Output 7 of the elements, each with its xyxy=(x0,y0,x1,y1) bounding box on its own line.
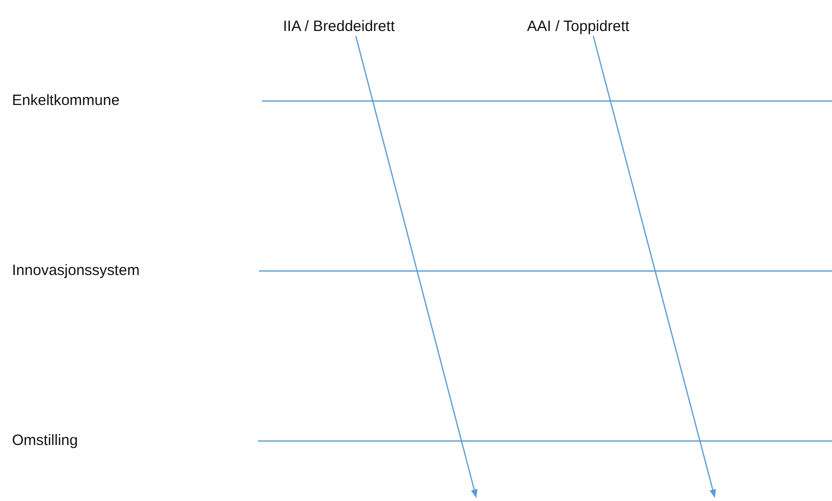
arrow xyxy=(592,36,716,498)
column-heading: AAI / Toppidrett xyxy=(527,18,630,36)
row-label: Omstilling xyxy=(12,432,78,450)
arrow xyxy=(355,36,478,498)
row-label: Innovasjonssystem xyxy=(12,262,140,280)
column-heading: IIA / Breddeidrett xyxy=(283,18,395,36)
row-label: Enkeltkommune xyxy=(12,92,120,110)
